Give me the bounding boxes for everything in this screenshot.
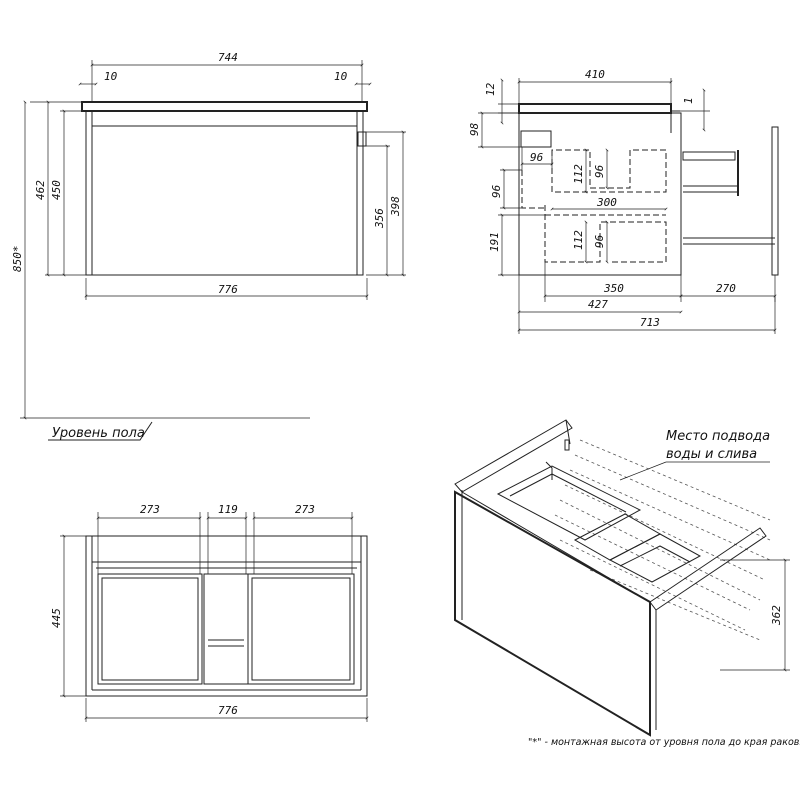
- dim-right-10: 10: [334, 70, 348, 83]
- dim-776-plan: 776: [218, 704, 238, 717]
- iso-view: Место подвода воды и слива 362: [454, 419, 790, 737]
- plan-outline: [85, 535, 368, 697]
- dim-98: 98: [468, 122, 481, 136]
- front-countertop: [81, 101, 368, 112]
- dim-112-top: 112: [572, 164, 585, 184]
- floor-level: Уровень пола: [20, 417, 310, 441]
- plan-middle-compartment: [203, 573, 249, 685]
- dim-356: 356: [373, 208, 386, 229]
- dim-362: 362: [770, 605, 783, 626]
- iso-right-box: [608, 533, 702, 583]
- dim-96-h: 96: [530, 151, 544, 164]
- dim-398: 398: [389, 196, 402, 217]
- iso-label-line2: воды и слива: [666, 447, 757, 462]
- iso-front-panel: [454, 490, 651, 737]
- side-view: 410 12 1 98 96 112 96 96 300: [468, 68, 779, 334]
- dim-776-front: 776: [218, 283, 238, 296]
- dim-350: 350: [603, 282, 624, 295]
- dim-270: 270: [716, 282, 736, 295]
- floor-label: Уровень пола: [52, 426, 145, 441]
- dim-left-10: 10: [104, 70, 118, 83]
- dim-191: 191: [488, 232, 501, 252]
- dim-450: 450: [50, 180, 63, 200]
- dim-96-bottom: 96: [593, 234, 606, 248]
- dim-713: 713: [640, 316, 660, 329]
- plan-right-compartment: [247, 573, 355, 685]
- dim-300: 300: [596, 196, 617, 209]
- front-view: 744 10 10 462 450 850* 776 356 398: [11, 51, 406, 420]
- dim-112-bottom: 112: [572, 230, 585, 250]
- dim-96-left: 96: [490, 184, 503, 198]
- iso-label-line1: Место подвода: [666, 429, 770, 444]
- dim-744: 744: [218, 51, 238, 64]
- iso-left-box: [496, 465, 642, 541]
- dim-410: 410: [585, 68, 605, 81]
- dim-427: 427: [588, 298, 608, 311]
- side-countertop: [518, 103, 672, 114]
- dim-119: 119: [218, 503, 238, 516]
- dim-273-left: 273: [140, 503, 160, 516]
- dim-445: 445: [50, 608, 63, 628]
- plan-view: 273 119 273 445 776: [50, 503, 369, 722]
- dim-96-top: 96: [593, 164, 606, 178]
- footnote: "*" - монтажная высота от уровня пола до…: [528, 737, 800, 748]
- plan-left-compartment: [97, 573, 203, 685]
- front-cabinet-body: [85, 110, 364, 276]
- dim-12: 12: [484, 82, 497, 96]
- dim-850: 850*: [11, 246, 24, 273]
- dim-462: 462: [34, 180, 47, 200]
- dim-273-right: 273: [295, 503, 315, 516]
- dim-1: 1: [682, 97, 695, 104]
- side-cabinet-body: [518, 112, 682, 276]
